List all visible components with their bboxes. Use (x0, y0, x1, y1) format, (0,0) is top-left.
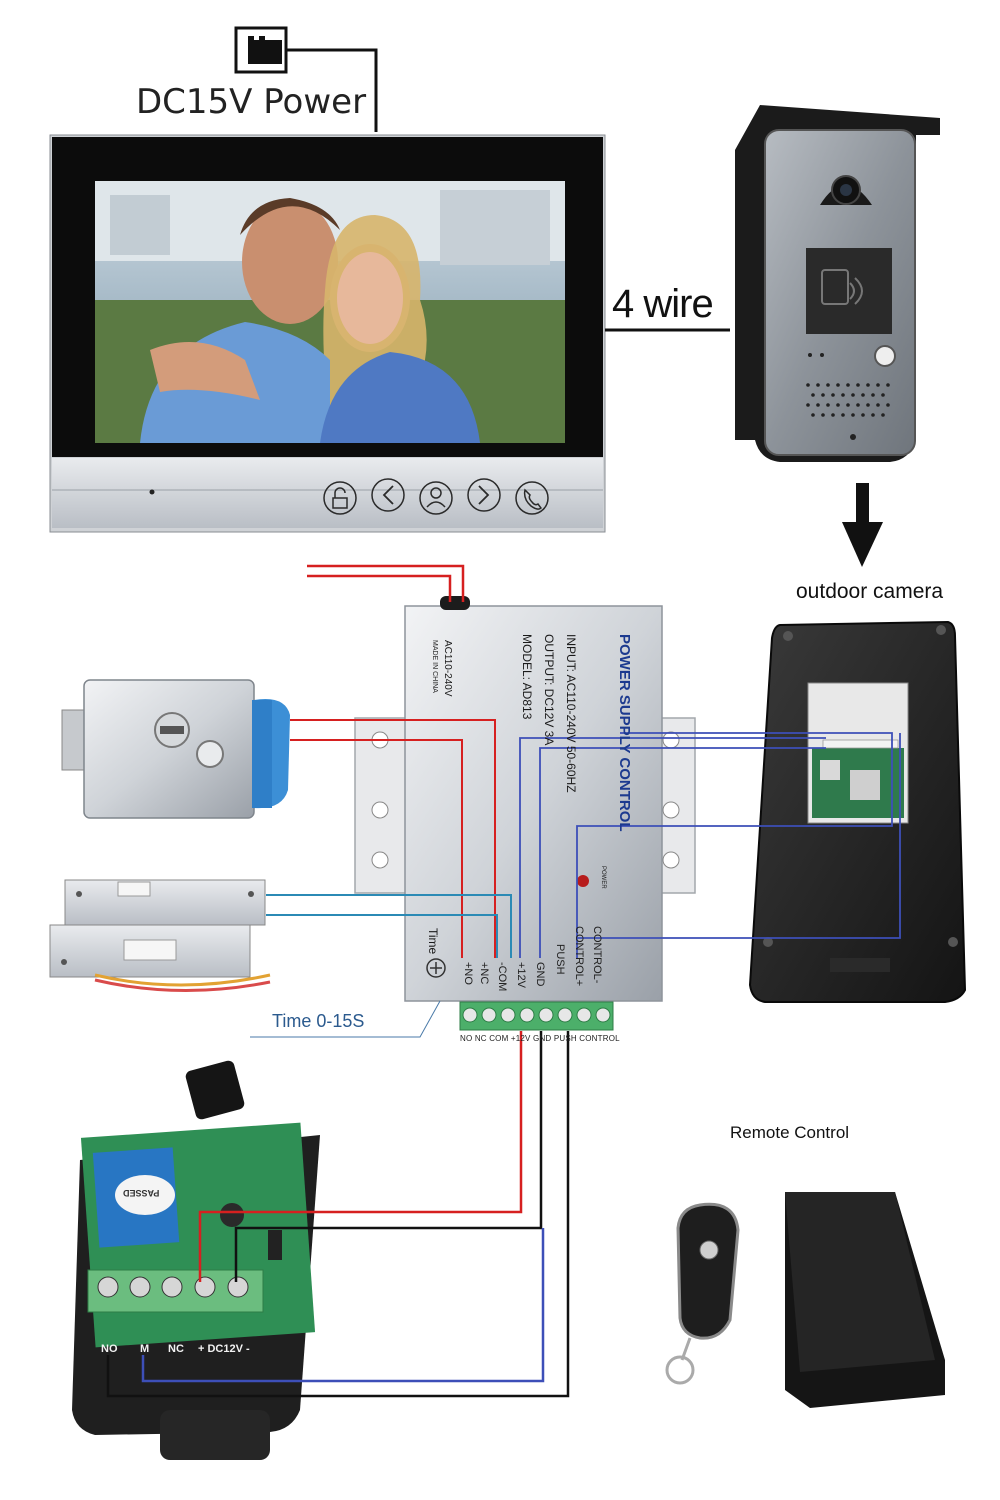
power-label: DC15V Power (136, 82, 367, 122)
psu-terminal-com: -COM (496, 962, 508, 992)
receiver-passed-sticker: PASSED (123, 1188, 160, 1198)
indoor-monitor (49, 134, 606, 533)
camera-wire-lock2 (577, 733, 901, 939)
remote-receiver-board (72, 1060, 320, 1460)
receiver-wire-com (141, 1228, 545, 1383)
psu-power-led-label: POWER (600, 866, 606, 889)
psu-input: INPUT: AC110-240V 50-60HZ (564, 634, 578, 793)
camera-wire-lock1 (576, 732, 893, 958)
power-adapter-icon (234, 26, 288, 74)
psu-terminal-push: PUSH (554, 944, 566, 975)
outdoor-camera-label: outdoor camera (796, 580, 944, 603)
camera-wire-12v (519, 737, 826, 958)
left-arrow-icon[interactable] (371, 478, 405, 512)
psu-made-in: MADE IN CHINA (431, 640, 438, 693)
psu-terminal-nc: +NC (478, 962, 490, 985)
receiver-wire-push (106, 1031, 570, 1398)
time-pointer-line (250, 1000, 441, 1038)
bolt-lock-wire-1 (266, 894, 512, 958)
psu-title: POWER SUPPLY CONTROL (616, 634, 633, 832)
psu-terminal-12v: +12V (515, 962, 527, 988)
psu-terminal-gnd: GND (534, 962, 546, 987)
rim-lock-wire-2 (290, 739, 463, 958)
receiver-terminal-dc12v: + DC12V - (198, 1343, 250, 1355)
psu-terminal-no: +NO (462, 962, 474, 985)
camera-wire-gnd (539, 747, 826, 958)
receiver-wire-gnd (234, 1031, 543, 1282)
down-arrow-icon (842, 483, 883, 567)
receiver-terminal-no: NO (101, 1343, 118, 1355)
monitor-screen (95, 181, 565, 443)
rim-lock-wire-1 (290, 719, 496, 958)
outdoor-camera-front (735, 105, 940, 462)
receiver-terminal-m: M (140, 1343, 150, 1355)
psu-output: OUTPUT: DC12V 3A (542, 634, 556, 746)
psu-time-knob-label: Time (426, 928, 440, 955)
remote-key-fob (665, 1202, 740, 1385)
call-icon[interactable] (515, 481, 549, 515)
psu-terminal-control-plus: CONTROL+ (573, 926, 585, 987)
wire-label: 4 wire (612, 282, 714, 326)
mains-wire-1 (307, 564, 465, 602)
bolt-lock-wire-2 (266, 914, 498, 958)
power-supply-box (354, 596, 696, 1031)
right-arrow-icon[interactable] (467, 478, 501, 512)
psu-terminal-caption: NO NC COM +12V GND PUSH CONTROL (460, 1034, 620, 1043)
electric-rim-lock (61, 679, 290, 819)
receiver-case (785, 1192, 945, 1408)
electric-bolt-lock (49, 879, 271, 992)
time-range-label: Time 0-15S (272, 1011, 365, 1031)
unlock-icon[interactable] (323, 481, 357, 515)
receiver-wire-12v (198, 1031, 523, 1282)
psu-ac-rating: AC110-240V (442, 640, 453, 697)
mains-wire-2 (307, 574, 452, 602)
power-cable (286, 48, 378, 132)
psu-model: MODEL: AD813 (520, 634, 534, 720)
psu-terminal-control-minus: CONTROL- (591, 926, 603, 984)
intercom-icon[interactable] (419, 481, 453, 515)
outdoor-camera-back (748, 620, 967, 1003)
remote-control-label: Remote Control (730, 1123, 850, 1142)
receiver-terminal-nc: NC (168, 1343, 184, 1355)
